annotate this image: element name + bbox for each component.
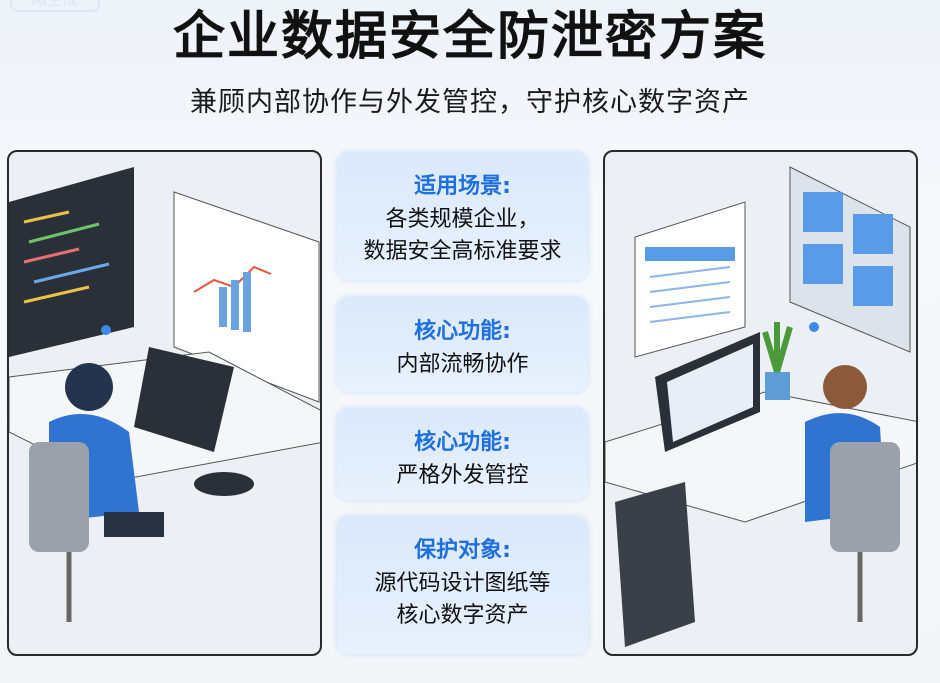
illustration-outbound-control xyxy=(603,150,918,656)
laptop xyxy=(134,347,234,452)
document-poster xyxy=(634,201,746,358)
card-heading: 保护对象: xyxy=(414,538,511,563)
card-line: 各类规模企业， xyxy=(385,207,540,232)
info-card-outbound-control: 核心功能: 严格外发管控 xyxy=(337,408,588,500)
employee-at-desk-illustration xyxy=(605,166,916,647)
card-heading: 核心功能: xyxy=(414,319,511,344)
info-card-internal-collaboration: 核心功能: 内部流畅协作 xyxy=(337,297,588,392)
office-chair xyxy=(830,442,900,552)
ai-generated-badge: AI生成 xyxy=(10,0,100,12)
person-head xyxy=(823,365,867,409)
info-card-protected-assets: 保护对象: 源代码设计图纸等 核心数字资产 xyxy=(337,516,588,654)
card-line: 内部流畅协作 xyxy=(396,352,529,377)
card-heading: 核心功能: xyxy=(414,430,511,455)
code-monitor xyxy=(9,167,134,357)
illustration-internal-collaboration xyxy=(7,150,322,656)
office-chair xyxy=(29,442,89,552)
computer-tower xyxy=(615,482,695,647)
card-line: 数据安全高标准要求 xyxy=(363,239,562,264)
card-line: 严格外发管控 xyxy=(396,463,529,488)
card-heading: 适用场景: xyxy=(414,174,511,199)
page-title: 企业数据安全防泄密方案 xyxy=(172,7,767,67)
page-subtitle: 兼顾内部协作与外发管控，守护核心数字资产 xyxy=(190,87,750,118)
person-head xyxy=(65,363,113,411)
developer-at-desk-illustration xyxy=(9,167,320,622)
info-card-scenario: 适用场景: 各类规模企业， 数据安全高标准要求 xyxy=(337,152,588,280)
card-line: 源代码设计图纸等 xyxy=(374,571,551,596)
plant-pot xyxy=(765,372,790,400)
card-line: 核心数字资产 xyxy=(396,603,529,628)
